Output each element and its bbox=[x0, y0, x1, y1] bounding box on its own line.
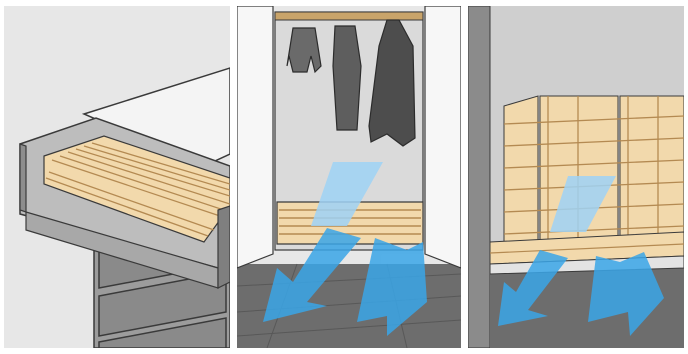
wall-slat-panels bbox=[504, 96, 684, 250]
shirt-2 bbox=[333, 26, 361, 130]
room-panel bbox=[468, 6, 684, 348]
room-illustration bbox=[468, 6, 684, 348]
side-wall bbox=[468, 6, 490, 348]
closet-panel bbox=[237, 6, 461, 348]
shirt-1 bbox=[287, 28, 321, 72]
door-frame-left bbox=[237, 6, 273, 268]
drawer-panel bbox=[4, 6, 230, 348]
closet-illustration bbox=[237, 6, 461, 348]
hanging-rod bbox=[275, 12, 423, 20]
door-frame-right bbox=[425, 6, 461, 268]
drawer-illustration bbox=[4, 6, 230, 348]
